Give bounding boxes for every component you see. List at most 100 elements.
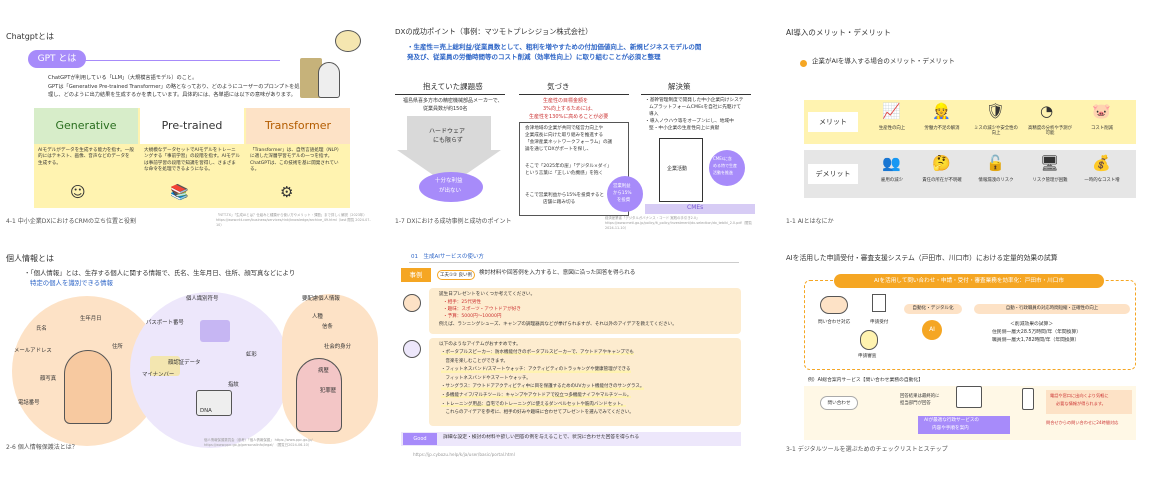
solution-3: 導入 bbox=[649, 112, 659, 117]
info-word: DNA bbox=[200, 408, 212, 414]
section-header: 01 生成AIサービスの使い方 bbox=[411, 254, 484, 260]
demerit-label: 雇用の減少 bbox=[881, 178, 903, 183]
header-rule bbox=[409, 262, 739, 263]
desc-2: GPTは「Generative Pre-trained Transformer」… bbox=[48, 84, 300, 90]
slide-ai-merit[interactable]: AI導入のメリット・デメリット 企業がAIを導入する場合のメリット・デメリット … bbox=[766, 0, 1150, 240]
prompt-box bbox=[429, 288, 741, 334]
demerit-label: 責任の所在が不明確 bbox=[922, 178, 962, 183]
gpt-underline bbox=[80, 60, 280, 61]
card-header: Pre-trained bbox=[140, 108, 244, 144]
info-word: 要配慮個人情報 bbox=[302, 296, 340, 302]
card-body: 大規模なデータセットでAIモデルをトレーニングする「事前学習」の段階を指す。AI… bbox=[144, 148, 240, 173]
reviewer-icon bbox=[860, 330, 878, 350]
prompt-3: ・趣味：スポーツ・アウトドアが好き bbox=[443, 307, 522, 312]
cmes-circle bbox=[709, 150, 745, 186]
card-generative: Generative AIモデルがデータを生成する能力を指す。一般的にはテキスト… bbox=[34, 108, 138, 208]
ai-face-icon: ☺ bbox=[70, 183, 86, 201]
bubble-text-1: 十分な利益 bbox=[435, 178, 463, 184]
woman-phone-icon bbox=[64, 350, 112, 424]
insight-5: そこで「2025年の崖」「デジタル×ダイ」 bbox=[525, 164, 612, 169]
answer-line: ・ポータブルスピーカー：防水機能付きのポータブルスピーカーで、アウトドアやキャン… bbox=[441, 350, 634, 356]
answer-line: ・フィットネスバンド/スマートウォッチ：アクティビティのトラッキングや健康管理が… bbox=[441, 367, 631, 373]
orange-dot-icon bbox=[800, 60, 807, 67]
guide-1: AIが最適な行政サービスの bbox=[924, 418, 980, 423]
demerit-label: リスク管理が困難 bbox=[1032, 178, 1068, 183]
good-box bbox=[401, 432, 741, 446]
note-2: 担当部門が回答 bbox=[900, 401, 931, 406]
gears-icon: ⚙ bbox=[280, 183, 294, 201]
effect-resident: 住民側一層大28.5万時間/年（年間換算） bbox=[992, 330, 1082, 335]
desc-1: ChatGPTが利用している「LLM」（大規模言語モデル）のこと。 bbox=[48, 75, 198, 81]
good-text: 詳細な設定・検討の材料や欲しい回答の例を与えることで、状況に合わせた回答を得られ… bbox=[443, 435, 640, 440]
label-inquiry: 問い合わせ対応 bbox=[818, 320, 851, 325]
prompt-1: 誕生日プレゼントをいくつか考えてください。 bbox=[439, 292, 536, 297]
activity-box bbox=[659, 138, 703, 202]
header-rule bbox=[395, 94, 505, 95]
pointer-person-icon bbox=[318, 62, 340, 98]
solution-1: ・基幹管理制度で開発した中小企業向けシステ bbox=[645, 98, 744, 103]
example-tag: 事例 bbox=[401, 268, 431, 282]
cmes-band bbox=[645, 204, 755, 214]
info-word: 病歴 bbox=[318, 368, 329, 374]
info-word: 生年月日 bbox=[80, 316, 102, 322]
slide-footer: 1-7 DXにおける成功事例と成功のポイント bbox=[395, 218, 512, 225]
demerit-label-box: デメリット bbox=[808, 164, 858, 184]
insight-1: 会津地域の企業が共同で経営力向上や bbox=[525, 126, 604, 131]
answer-line: 音楽を楽しむことができます。 bbox=[441, 358, 509, 364]
merit-row bbox=[804, 100, 1136, 144]
slide-ai-application[interactable]: AIを活用した申請受付・審査支援システム（戸田市、川口市）における定量的効果の試… bbox=[766, 240, 1150, 480]
yellow-box bbox=[1046, 390, 1132, 414]
card-pretrained: Pre-trained 大規模なデータセットでAIモデルをトレーニングする「事前… bbox=[140, 108, 244, 208]
slide-genai-usage[interactable]: 01 生成AIサービスの使い方 事例 工夫①② 良い例 検討材料や回答例を入力す… bbox=[383, 240, 766, 480]
lead-2: 発及び、従業員の労働時間等のコスト削減（効率性向上）に取り組むことが必須と整理 bbox=[407, 53, 661, 61]
slide-dx-success[interactable]: DXの成功ポイント（事例：マツモトプレシジョン株式会社） ・生産性＝売上総利益/… bbox=[383, 0, 766, 240]
info-word: 犯罪歴 bbox=[320, 388, 337, 394]
info-word: 信条 bbox=[322, 324, 333, 330]
source-note: 個人情報保護委員会（参考）「個人情報保護」 https://www.ppc.go… bbox=[204, 438, 313, 447]
invest-circle bbox=[607, 176, 643, 212]
cmes-label: CMEs bbox=[687, 204, 704, 211]
shield-check-icon: 🛡 bbox=[986, 102, 1006, 120]
info-word: 顔写真 bbox=[40, 376, 57, 382]
answer-line: フィットネスバンドやスマートウォッチ。 bbox=[441, 375, 531, 381]
passport-icon bbox=[200, 320, 230, 342]
server-icon bbox=[300, 58, 322, 98]
sub-head: 例）AI総合案内サービス【問い合わせ業務の自動化】 bbox=[808, 378, 924, 383]
invest-1: 営業利益 bbox=[613, 184, 631, 189]
insight-box bbox=[519, 122, 629, 216]
header-rule bbox=[519, 94, 629, 95]
piggy-bank-icon: 🐷 bbox=[1092, 102, 1111, 120]
merit-label: 高精度の分析や予測が可能 bbox=[1028, 126, 1072, 137]
info-word: マイナンバー bbox=[142, 372, 175, 378]
worker-icon: 👷 bbox=[932, 102, 951, 120]
col-header-insight: 気づき bbox=[547, 82, 570, 91]
inquiry-bubble: 問い合わせ bbox=[820, 396, 858, 410]
slide-title: AIを活用した申請受付・審査支援システム（戸田市、川口市）における定量的効果の試… bbox=[786, 254, 1058, 262]
risk-monitor-icon: 🖥 bbox=[1040, 154, 1060, 172]
user-avatar bbox=[403, 294, 421, 312]
answer-line: ・多機能ナイフ/マルチツール：キャンプやアウトドアで役立つ多機能ナイフやマルチツ… bbox=[441, 393, 632, 399]
demerit-label: 情報漏洩のリスク bbox=[978, 178, 1014, 183]
merit-label-box: メリット bbox=[808, 112, 858, 132]
yellow-1: 電話や窓口に出向くより気軽に bbox=[1050, 393, 1109, 398]
answer-line: ・サングラス：アウトドアアクティビティ中に目を保護するためのUVカット機能付きの… bbox=[441, 384, 645, 390]
slide-footer: 3-1 デジタルツールを選ぶためのチェックリストとステップ bbox=[786, 446, 948, 453]
card-body: 「Transformer」は、自然言語処理（NLP）に適した深層学習モデルの一つ… bbox=[250, 148, 342, 173]
info-word: 住所 bbox=[112, 344, 123, 350]
people-minus-icon: 👥 bbox=[882, 154, 901, 172]
solution-2: ムプラットフォームCMEsを自社に先駆けて bbox=[649, 105, 741, 110]
slide-personal-info[interactable]: 個人情報とは ・「個人情報」とは、生存する個人に関する情報で、氏名、生年月日、住… bbox=[0, 240, 383, 480]
slide-chatgpt[interactable]: Chatgptとは GPT とは ChatGPTが利用している「LLM」（大規模… bbox=[0, 0, 383, 240]
profit-bubble bbox=[419, 172, 483, 202]
woman-pointing-icon bbox=[296, 358, 342, 432]
good-example-pill: 工夫①② 良い例 bbox=[437, 270, 475, 280]
down-arrow-shape bbox=[397, 116, 501, 186]
card-header: Transformer bbox=[246, 108, 350, 144]
coins-up-icon: 💰 bbox=[1092, 154, 1111, 172]
slide-title: Chatgptとは bbox=[6, 32, 54, 41]
gpt-pill: GPT とは bbox=[28, 50, 86, 68]
demerit-label: 一時的なコスト増 bbox=[1084, 178, 1120, 183]
info-word: パスポート番号 bbox=[146, 320, 184, 326]
activity-label: 企業活動 bbox=[667, 166, 688, 172]
yellow-2: 必要な情報が得られます。 bbox=[1056, 401, 1106, 406]
